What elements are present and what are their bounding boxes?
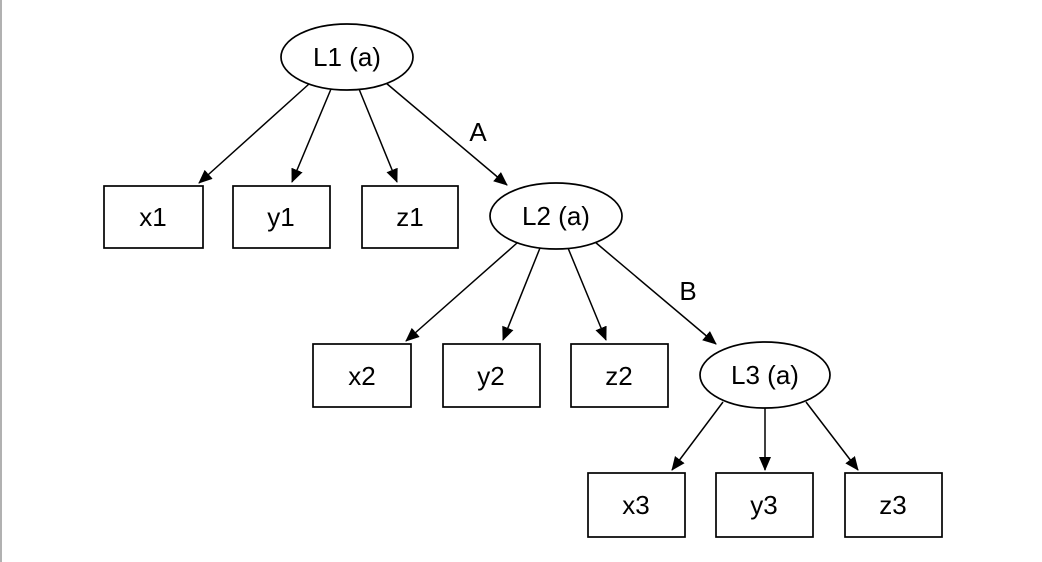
observed-label: z3 xyxy=(879,490,906,520)
observed-label: y1 xyxy=(267,202,294,232)
observed-node-z2: z2 xyxy=(570,343,669,408)
latent-node-L2: L2 (a) xyxy=(489,182,623,250)
edge-L2-L3 xyxy=(594,241,717,345)
edge-L3-z3 xyxy=(805,401,859,471)
latent-ellipse xyxy=(280,23,414,91)
edge-L1-L2 xyxy=(385,82,508,186)
edge-L1-x1 xyxy=(198,83,310,184)
window-left-border xyxy=(0,0,2,562)
observed-label: x3 xyxy=(622,490,649,520)
observed-label: x2 xyxy=(348,361,375,391)
observed-label: y2 xyxy=(477,361,504,391)
edge-label-B: B xyxy=(679,276,696,306)
observed-rect xyxy=(312,343,412,408)
observed-label: y3 xyxy=(750,490,777,520)
observed-node-x3: x3 xyxy=(587,472,686,538)
observed-node-z3: z3 xyxy=(844,472,943,538)
observed-label: z2 xyxy=(605,361,632,391)
observed-node-y3: y3 xyxy=(715,472,814,538)
latent-ellipse xyxy=(699,341,831,409)
observed-rect xyxy=(570,343,669,408)
observed-rect xyxy=(587,472,686,538)
observed-rect xyxy=(103,185,204,249)
edge-L2-z2 xyxy=(567,247,607,341)
observed-rect xyxy=(361,185,459,249)
edge-L2-x2 xyxy=(405,242,518,342)
edge-L2-y2 xyxy=(502,247,541,341)
latent-ellipse xyxy=(489,182,623,250)
observed-rect xyxy=(442,343,541,408)
observed-node-y2: y2 xyxy=(442,343,541,408)
observed-label: z1 xyxy=(396,202,423,232)
edge-label-A: A xyxy=(469,117,487,147)
observed-node-x2: x2 xyxy=(312,343,412,408)
latent-label: L2 (a) xyxy=(522,201,590,231)
edge-L1-z1 xyxy=(358,88,398,183)
edge-L1-y1 xyxy=(291,88,332,183)
observed-rect xyxy=(232,185,331,249)
latent-node-L1: L1 (a) xyxy=(280,23,414,91)
observed-node-y1: y1 xyxy=(232,185,331,249)
observed-node-x1: x1 xyxy=(103,185,204,249)
observed-rect xyxy=(844,472,943,538)
latent-label: L3 (a) xyxy=(731,360,799,390)
edge-group: A B xyxy=(198,82,859,471)
latent-node-L3: L3 (a) xyxy=(699,341,831,409)
observed-label: x1 xyxy=(139,202,166,232)
observed-node-z1: z1 xyxy=(361,185,459,249)
latent-label: L1 (a) xyxy=(313,42,381,72)
edge-L3-x3 xyxy=(671,401,724,471)
observed-rect xyxy=(715,472,814,538)
